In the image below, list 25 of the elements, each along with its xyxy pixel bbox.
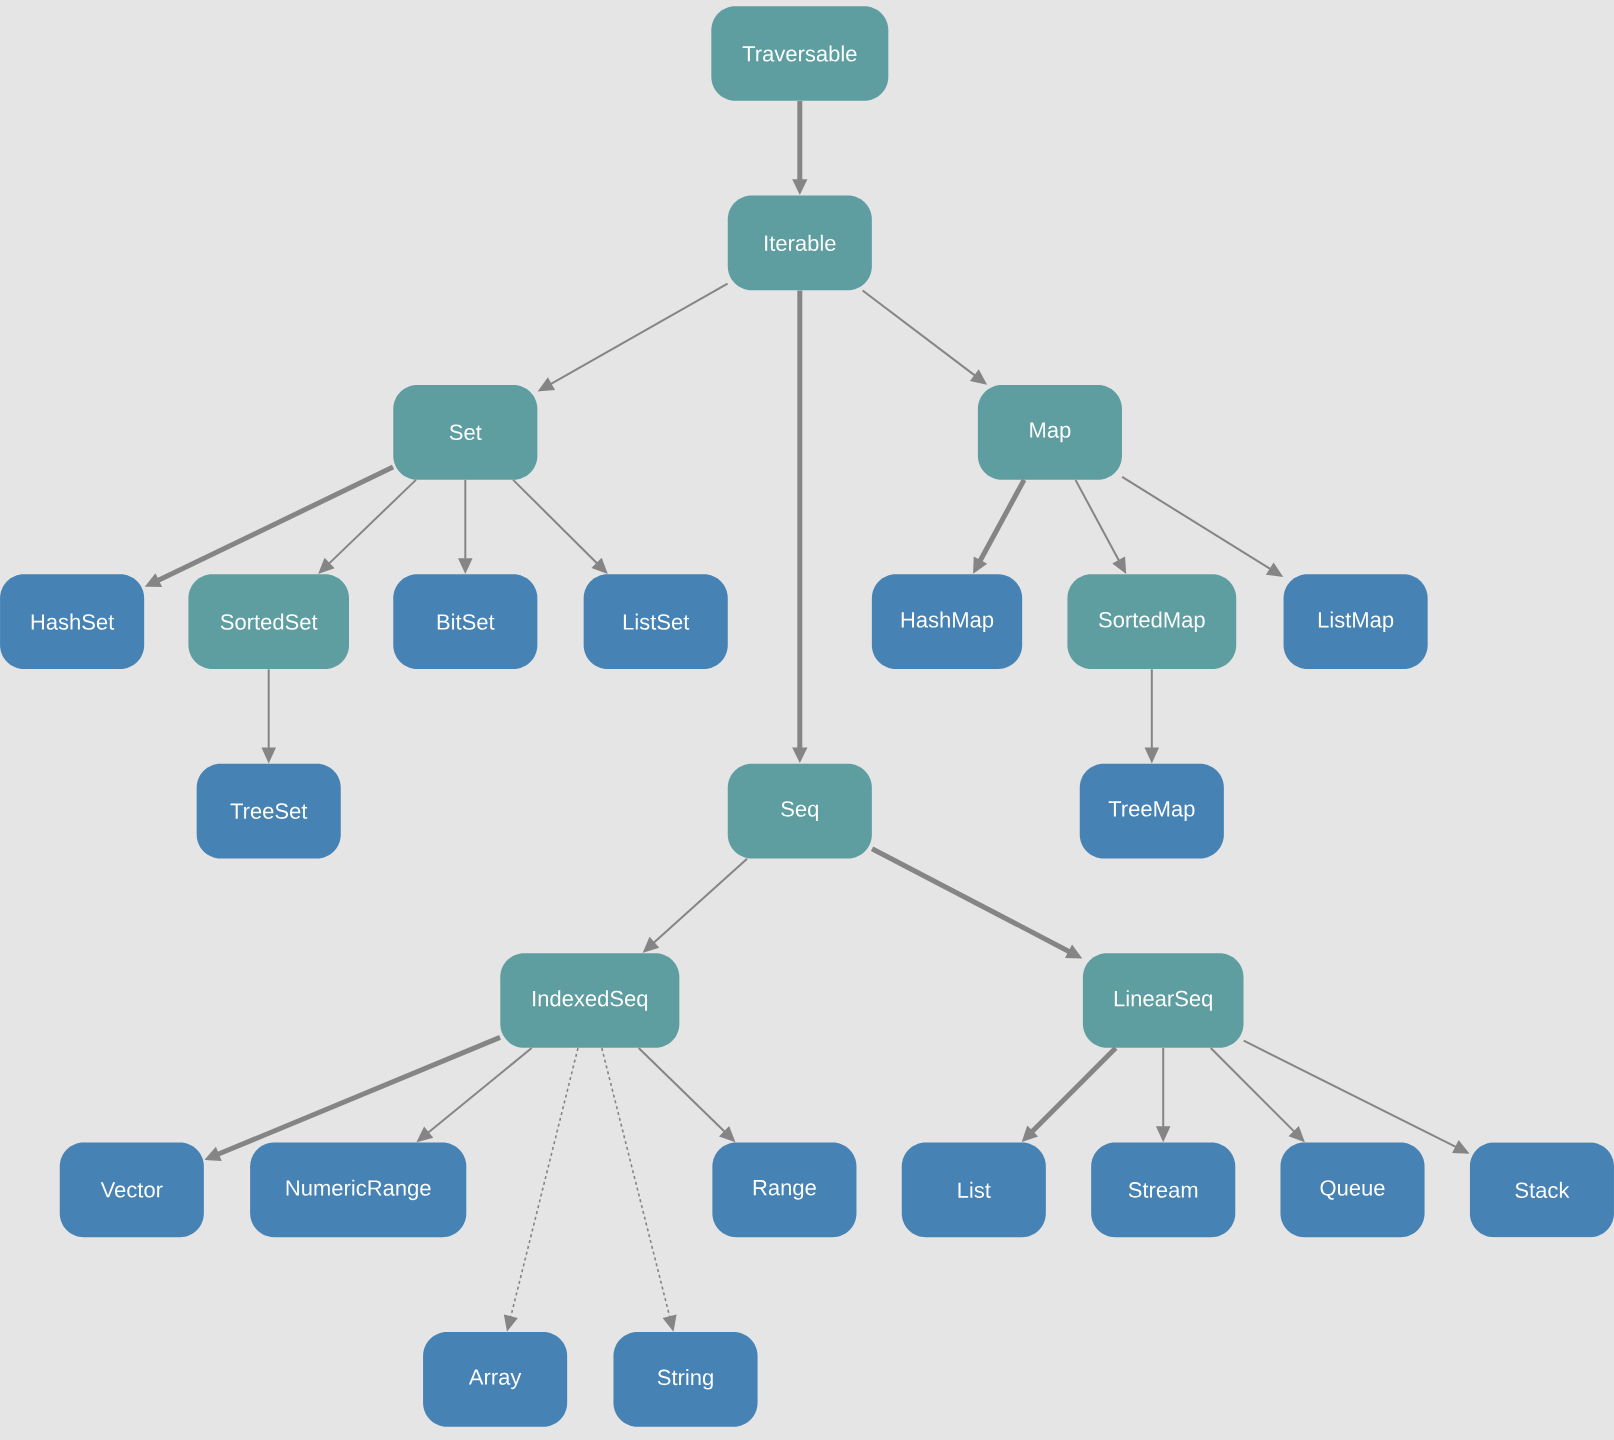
trait-box: SortedSet [188, 574, 349, 670]
class-box: TreeSet [196, 763, 341, 859]
class-box: List [901, 1142, 1046, 1238]
class-box: ListSet [583, 574, 728, 670]
class-box: NumericRange [250, 1142, 467, 1238]
class-box: Vector [59, 1142, 204, 1238]
trait-box: LinearSeq [1082, 953, 1244, 1048]
trait-box: Traversable [711, 6, 889, 101]
class-box: String [613, 1331, 758, 1427]
trait-box: Set [393, 384, 538, 480]
class-box: Range [712, 1142, 857, 1238]
trait-box: Map [977, 384, 1122, 480]
class-box: Queue [1280, 1142, 1425, 1238]
trait-box: Iterable [727, 195, 872, 291]
class-box: HashMap [871, 574, 1023, 670]
class-box: BitSet [393, 574, 538, 670]
trait-box: SortedMap [1067, 574, 1237, 670]
class-box: Stack [1469, 1142, 1614, 1238]
class-box: ListMap [1283, 574, 1428, 670]
class-box: HashSet [0, 574, 145, 670]
class-box: TreeMap [1079, 763, 1224, 859]
class-box: Array [423, 1331, 568, 1427]
trait-box: Seq [727, 763, 872, 859]
class-box: Stream [1091, 1142, 1236, 1238]
trait-box: IndexedSeq [500, 953, 680, 1048]
